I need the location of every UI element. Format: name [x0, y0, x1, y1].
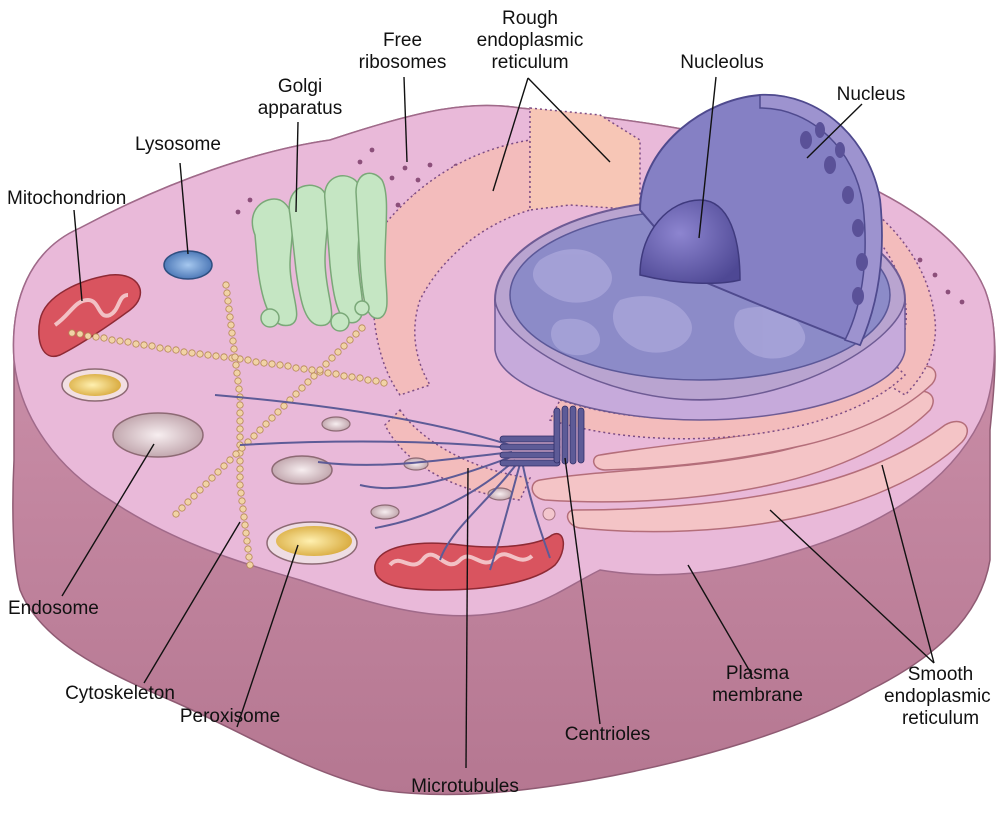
label-plasma-membrane-line2: membrane [700, 685, 815, 707]
label-smooth-er: Smooth endoplasmic reticulum [880, 664, 1001, 730]
label-rough-er: Rough endoplasmic reticulum [460, 8, 600, 74]
lysosome-shape [164, 251, 212, 279]
label-golgi-line1: Golgi [250, 76, 350, 98]
label-rough-er-line2: endoplasmic [460, 30, 600, 52]
label-rough-er-line1: Rough [460, 8, 600, 30]
label-smooth-er-line1: Smooth [880, 664, 1001, 686]
label-smooth-er-line3: reticulum [880, 708, 1001, 730]
label-golgi: Golgi apparatus [250, 76, 350, 120]
label-free-ribosomes: Free ribosomes [345, 30, 460, 74]
label-golgi-line2: apparatus [250, 98, 350, 120]
label-plasma-membrane: Plasma membrane [700, 663, 815, 707]
label-endosome: Endosome [8, 598, 99, 620]
label-microtubules: Microtubules [395, 776, 535, 798]
label-free-ribosomes-line2: ribosomes [345, 52, 460, 74]
label-plasma-membrane-line1: Plasma [700, 663, 815, 685]
label-lysosome: Lysosome [118, 134, 238, 156]
label-rough-er-line3: reticulum [460, 52, 600, 74]
label-smooth-er-line2: endoplasmic [880, 686, 1001, 708]
label-free-ribosomes-line1: Free [345, 30, 460, 52]
label-peroxisome: Peroxisome [165, 706, 295, 728]
label-nucleolus: Nucleolus [672, 52, 772, 74]
peroxisome-shape [267, 522, 357, 564]
label-nucleus: Nucleus [826, 84, 916, 106]
label-cytoskeleton: Cytoskeleton [45, 683, 195, 705]
label-mitochondrion: Mitochondrion [7, 188, 126, 210]
label-centrioles: Centrioles [550, 724, 665, 746]
